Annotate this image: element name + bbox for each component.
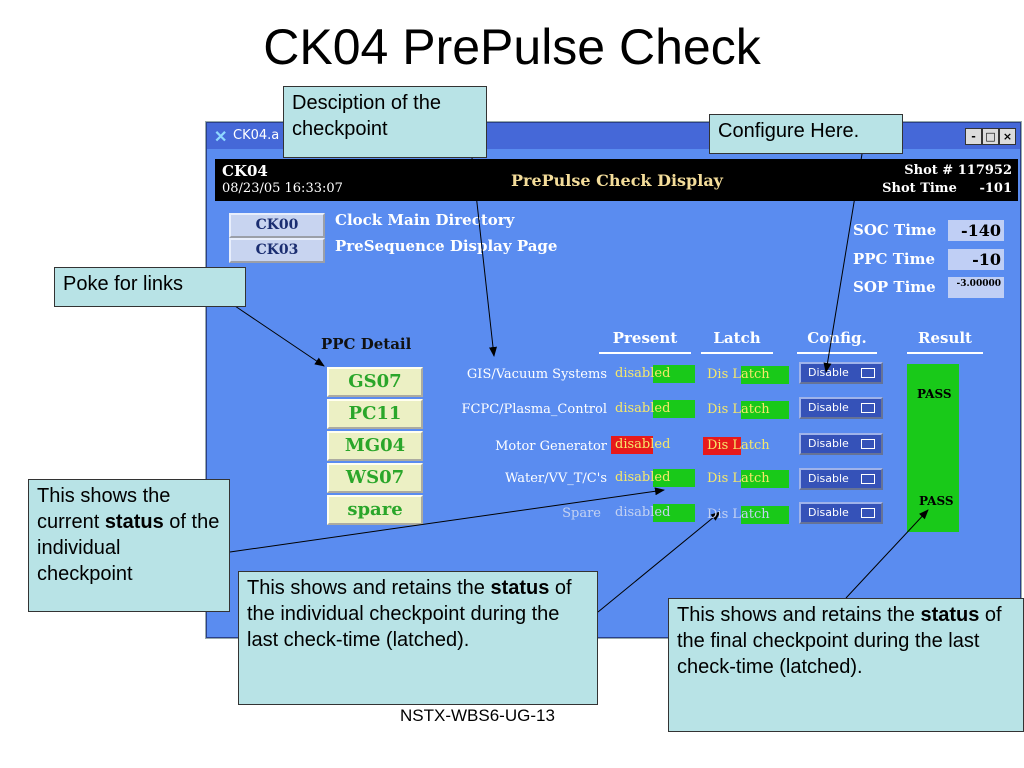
config-button-mg[interactable]: Disable bbox=[799, 433, 883, 455]
clock-main-directory-label: Clock Main Directory bbox=[335, 211, 515, 229]
sop-time-label: SOP Time bbox=[853, 278, 936, 296]
row-label-fcpc-plasma: FCPC/Plasma_Control bbox=[461, 402, 607, 417]
callout-current-status: This shows the current status of the ind… bbox=[28, 479, 230, 612]
minimize-button[interactable]: - bbox=[965, 128, 982, 145]
display-header: CK04 08/23/05 16:33:07 PrePulse Check Di… bbox=[215, 159, 1018, 201]
config-header-underline bbox=[797, 352, 877, 354]
checkpoint-id: CK04 bbox=[222, 162, 268, 180]
latch-header-underline bbox=[701, 352, 773, 354]
latch-status-mg: Dis Latch bbox=[703, 437, 789, 455]
presequence-display-label: PreSequence Display Page bbox=[335, 237, 558, 255]
result-pass-bottom: PASS bbox=[919, 494, 954, 508]
present-status-gis: disabled bbox=[611, 365, 695, 383]
x-window-icon: ✕ bbox=[214, 129, 228, 146]
ppc-time-value: -10 bbox=[948, 249, 1004, 270]
display-title: PrePulse Check Display bbox=[511, 171, 723, 190]
ck00-link-button[interactable]: CK00 bbox=[229, 213, 325, 238]
callout-latched-status: This shows and retains the status of the… bbox=[238, 571, 598, 705]
app-window: ✕ CK04.a - □ × CK04 08/23/05 16:33:07 Pr… bbox=[206, 122, 1021, 638]
soc-time-value: -140 bbox=[948, 220, 1004, 241]
result-column-header: Result bbox=[918, 329, 972, 347]
latch-status-fcpc: Dis Latch bbox=[703, 401, 789, 419]
present-column-header: Present bbox=[612, 329, 678, 347]
row-label-gis-vacuum: GIS/Vacuum Systems bbox=[466, 367, 607, 382]
ppc-pc11-button[interactable]: PC11 bbox=[327, 399, 423, 429]
shot-number: Shot # 117952 bbox=[904, 163, 1012, 178]
result-pass-top: PASS bbox=[917, 387, 952, 401]
ppc-mg04-button[interactable]: MG04 bbox=[327, 431, 423, 461]
ppc-detail-label: PPC Detail bbox=[321, 335, 412, 353]
present-status-fcpc: disabled bbox=[611, 400, 695, 418]
latch-column-header: Latch bbox=[713, 329, 761, 347]
sop-time-value: -3.00000 bbox=[948, 277, 1004, 298]
config-column-header: Config. bbox=[807, 329, 867, 347]
callout-final-status: This shows and retains the status of the… bbox=[668, 598, 1024, 732]
maximize-button[interactable]: □ bbox=[982, 128, 999, 145]
ppc-time-label: PPC Time bbox=[853, 250, 935, 268]
ck03-link-button[interactable]: CK03 bbox=[229, 238, 325, 263]
callout-description: Desciption of the checkpoint bbox=[283, 86, 487, 158]
window-title: CK04.a bbox=[233, 128, 280, 143]
result-header-underline bbox=[907, 352, 983, 354]
close-button[interactable]: × bbox=[999, 128, 1016, 145]
row-label-spare: Spare bbox=[562, 506, 601, 521]
latch-status-spare: Dis Latch bbox=[703, 506, 789, 524]
slide-title: CK04 PrePulse Check bbox=[263, 19, 761, 75]
config-button-water[interactable]: Disable bbox=[799, 468, 883, 490]
result-indicator bbox=[907, 364, 959, 532]
config-button-fcpc[interactable]: Disable bbox=[799, 397, 883, 419]
config-button-gis[interactable]: Disable bbox=[799, 362, 883, 384]
ppc-ws07-button[interactable]: WS07 bbox=[327, 463, 423, 493]
latch-status-water: Dis Latch bbox=[703, 470, 789, 488]
config-button-spare[interactable]: Disable bbox=[799, 502, 883, 524]
present-status-water: disabled bbox=[611, 469, 695, 487]
callout-poke-for-links: Poke for links bbox=[54, 267, 246, 307]
ppc-gs07-button[interactable]: GS07 bbox=[327, 367, 423, 397]
present-header-underline bbox=[599, 352, 691, 354]
header-datetime: 08/23/05 16:33:07 bbox=[222, 181, 343, 196]
latch-status-gis: Dis Latch bbox=[703, 366, 789, 384]
present-status-spare: disabled bbox=[611, 504, 695, 522]
row-label-water: Water/VV_T/C's bbox=[504, 471, 607, 486]
soc-time-label: SOC Time bbox=[853, 221, 937, 239]
slide-footer: NSTX-WBS6-UG-13 bbox=[400, 706, 555, 725]
row-label-motor-generator: Motor Generator bbox=[495, 439, 607, 454]
callout-configure: Configure Here. bbox=[709, 114, 903, 154]
present-status-mg: disabled bbox=[611, 436, 695, 454]
shot-time: Shot Time -101 bbox=[882, 181, 1012, 196]
